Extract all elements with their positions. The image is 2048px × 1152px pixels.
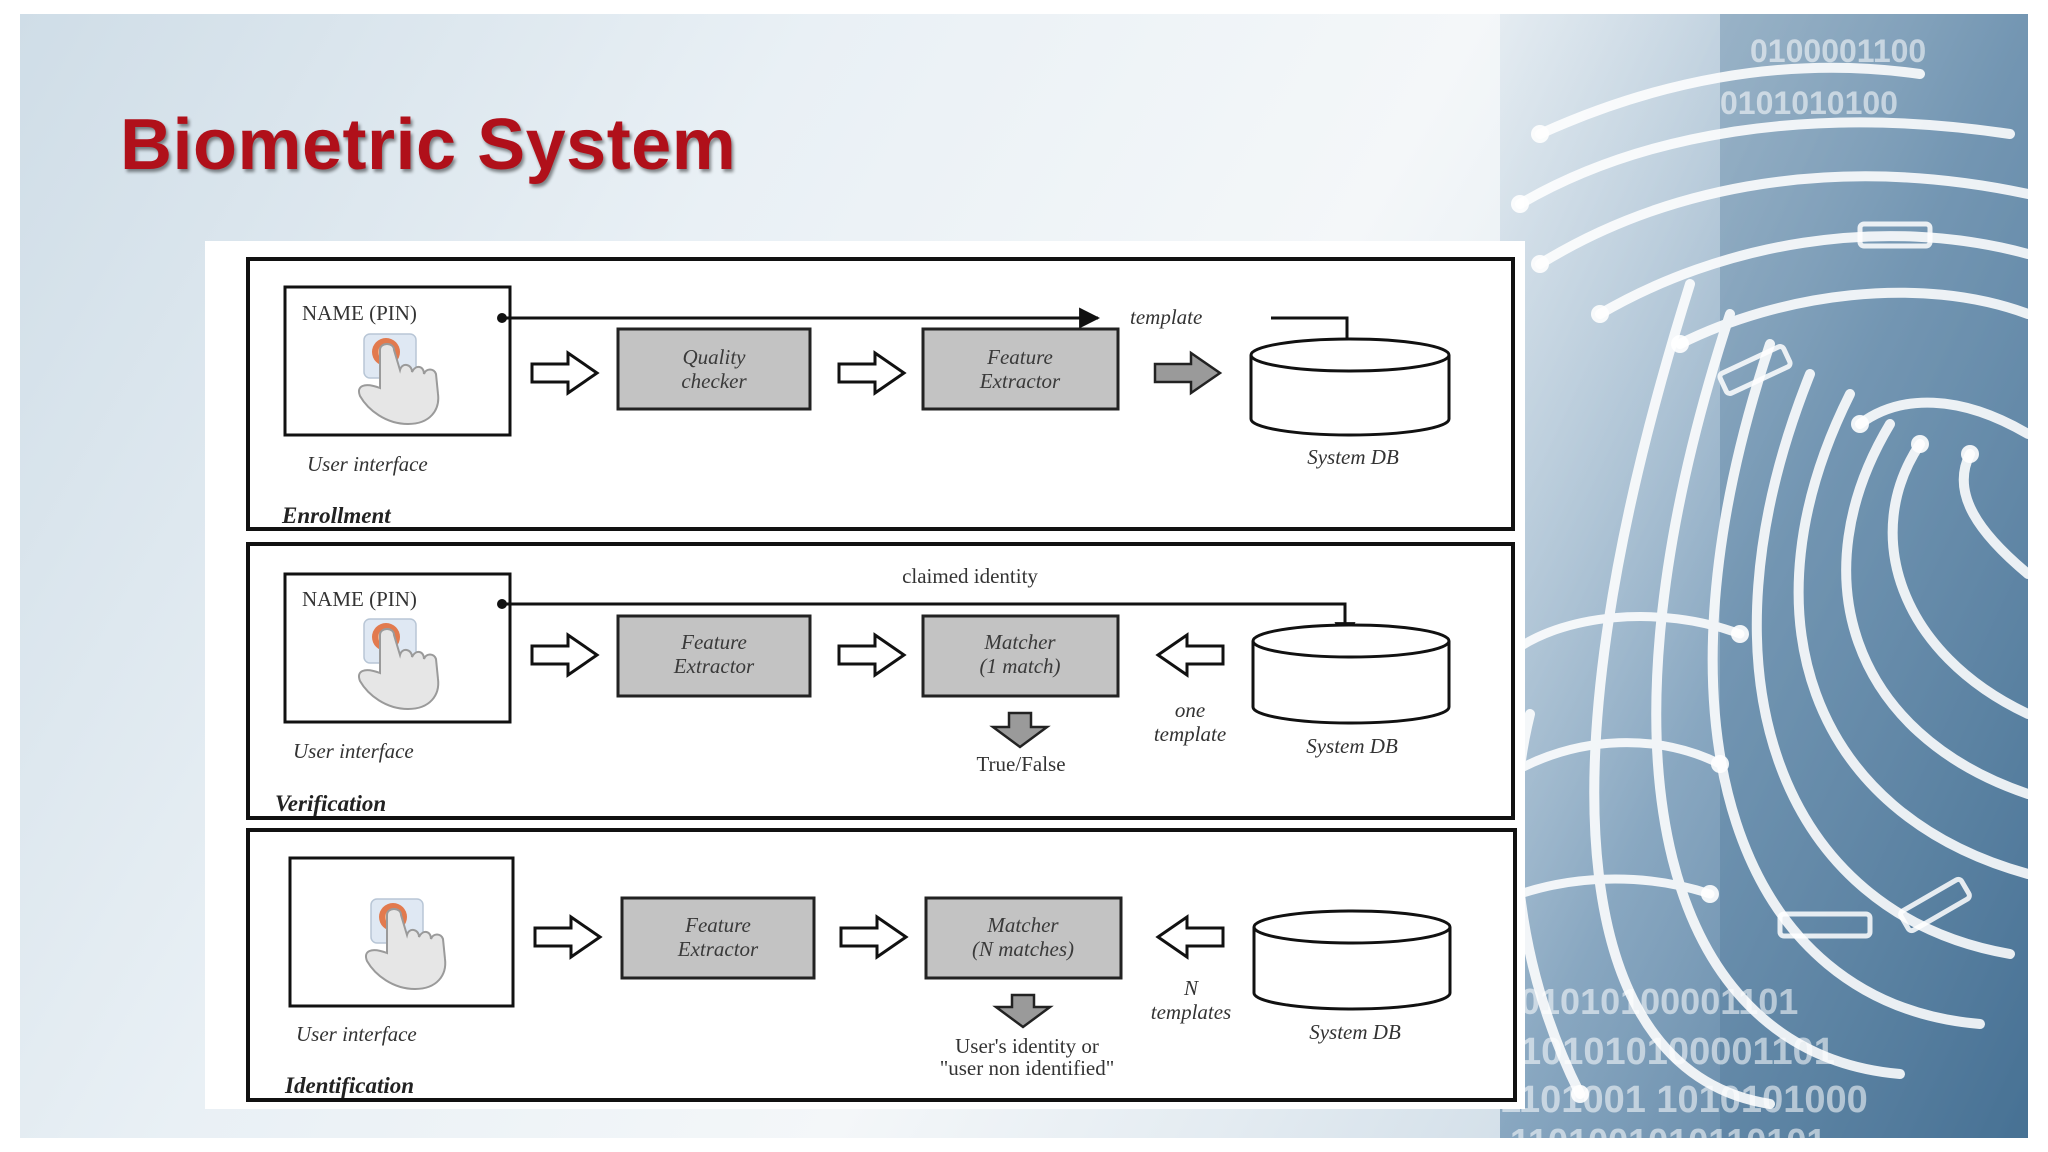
feature-extractor-box [921, 327, 1120, 411]
one-template-label: template [1154, 722, 1226, 746]
enrollment-template-label: template [1130, 305, 1202, 329]
flow-arrow [1155, 632, 1225, 678]
enrollment-ui-caption: User interface [307, 452, 428, 476]
flow-arrow [1153, 350, 1223, 396]
enrollment-panel-label: Enrollment [281, 503, 391, 528]
matcher-box [924, 896, 1123, 980]
matcher-label: Matcher [986, 913, 1059, 937]
matcher-label: (N matches) [972, 937, 1074, 961]
system-db-icon [1251, 641, 1451, 725]
feature-extractor-label: Feature [680, 630, 747, 654]
system-db-icon [1252, 927, 1452, 1011]
enrollment-panel-frame [246, 257, 1515, 531]
biometric-diagram: NAME (PIN) User interface Enrollment tem… [205, 241, 1525, 1109]
slide: 0100001100 0101010100 01010100001101 101… [20, 14, 2028, 1138]
quality-checker-label: Quality [683, 345, 747, 369]
claimed-identity-label: claimed identity [902, 564, 1038, 588]
feature-extractor-label: Extractor [979, 369, 1061, 393]
feature-extractor-label: Extractor [673, 654, 755, 678]
system-db-icon [1249, 355, 1451, 437]
feature-extractor-box [616, 614, 812, 698]
matcher-label: Matcher [983, 630, 1056, 654]
matcher-label: (1 match) [979, 654, 1060, 678]
quality-checker-label: checker [681, 369, 747, 393]
flow-arrow [837, 350, 907, 396]
n-templates-label: templates [1151, 1000, 1231, 1024]
feature-extractor-label: Feature [986, 345, 1053, 369]
binary-text: 0100001100 [1750, 33, 1926, 69]
identification-ui-caption: User interface [296, 1022, 417, 1046]
verification-panel-label: Verification [275, 791, 386, 816]
fingerprint-background-art: 0100001100 0101010100 01010100001101 101… [1500, 14, 2028, 1138]
flow-arrow [837, 632, 907, 678]
matcher-box [921, 614, 1120, 698]
result-arrow [992, 993, 1054, 1029]
quality-checker-box [616, 327, 812, 411]
verification-name-label: NAME (PIN) [302, 587, 417, 611]
identification-result-label: "user non identified" [940, 1056, 1115, 1080]
identification-result-label: User's identity or [955, 1034, 1099, 1058]
flow-arrow [839, 914, 909, 960]
feature-extractor-label: Extractor [677, 937, 759, 961]
identification-panel-label: Identification [284, 1073, 414, 1098]
true-false-label: True/False [976, 752, 1065, 776]
verification-db-label: System DB [1306, 734, 1398, 758]
binary-text: 1101001010110101 [1510, 1121, 1826, 1138]
feature-extractor-label: Feature [684, 913, 751, 937]
binary-text: 01010100001101 [1520, 981, 1798, 1022]
verification-ui-caption: User interface [293, 739, 414, 763]
binary-text: 0101010100 [1720, 85, 1898, 121]
flow-arrow [530, 632, 600, 678]
identification-panel: User interface Identification Feature Ex… [246, 828, 1517, 1102]
enrollment-name-label: NAME (PIN) [302, 301, 417, 325]
one-template-label: one [1175, 698, 1205, 722]
flow-arrow [533, 914, 603, 960]
flow-arrow [530, 350, 600, 396]
result-arrow [989, 711, 1051, 749]
enrollment-panel: NAME (PIN) User interface Enrollment tem… [246, 257, 1515, 531]
verification-panel-frame [246, 542, 1515, 820]
flow-arrow [1155, 914, 1225, 960]
slide-title: Biometric System [120, 105, 737, 185]
verification-panel: NAME (PIN) User interface Verification c… [246, 542, 1515, 820]
identification-db-label: System DB [1309, 1020, 1401, 1044]
binary-text: 1101001 1010101000 [1500, 1079, 1868, 1121]
binary-text: 101010100001101 [1520, 1031, 1835, 1073]
n-templates-label: N [1183, 976, 1199, 1000]
feature-extractor-box [620, 896, 816, 980]
enrollment-db-label: System DB [1307, 445, 1399, 469]
identification-panel-frame [246, 828, 1517, 1102]
